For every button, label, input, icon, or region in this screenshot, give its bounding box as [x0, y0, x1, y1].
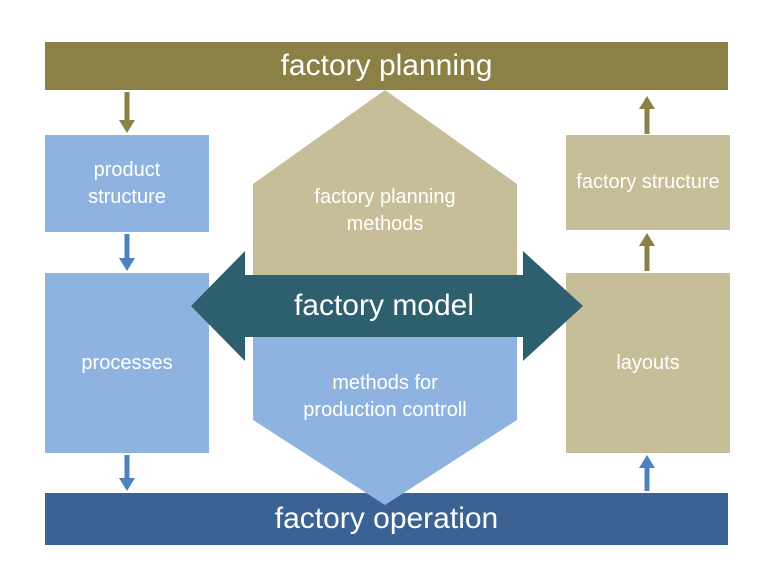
arrow-layouts-to-factory-structure [639, 233, 655, 271]
arrow-processes-to-operation [119, 455, 135, 491]
arrow-factory-structure-to-planning [639, 96, 655, 134]
processes-label: processes [81, 351, 173, 374]
factory-operation-bar: factory operation [45, 493, 728, 545]
factory-model-label: factory model [293, 289, 475, 322]
layouts-box: layouts [566, 273, 730, 453]
product-structure-box: product structure [45, 135, 209, 232]
processes-box: processes [45, 273, 209, 453]
product-structure-label: product structure [88, 158, 166, 208]
factory-planning-bar: factory planning [45, 42, 728, 90]
production-control-methods-label: methods for production controll [303, 372, 467, 421]
arrow-operation-to-layouts [639, 455, 655, 491]
arrow-product-structure-to-processes [119, 234, 135, 271]
arrow-planning-to-product-structure [119, 92, 135, 133]
factory-structure-box: factory structure [566, 135, 730, 230]
factory-structure-label: factory structure [576, 171, 720, 193]
factory-operation-label: factory operation [274, 502, 499, 535]
layouts-label: layouts [616, 351, 680, 374]
factory-planning-methods-label: factory planning methods [314, 186, 456, 235]
factory-planning-label: factory planning [280, 49, 493, 82]
